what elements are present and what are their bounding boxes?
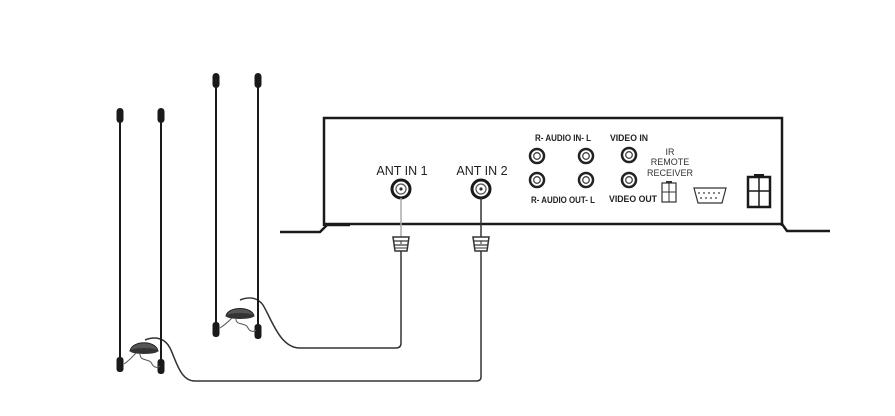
antenna-pair-upper: [212, 73, 262, 339]
ant-in-1-plug: [392, 236, 410, 252]
audio-in-r-jack: [528, 147, 546, 165]
antenna-foot: [254, 324, 262, 339]
cable-ant-in-2: [144, 251, 482, 382]
video-in-jack: [620, 146, 638, 164]
audio-out-label: R- AUDIO OUT- L: [531, 195, 595, 206]
antenna-base-rim: [130, 348, 158, 354]
antenna-tip: [254, 73, 262, 88]
ant-in-2-plug: [472, 236, 490, 252]
video-out-jack: [620, 171, 638, 189]
audio-in-label: R- AUDIO IN- L: [535, 133, 591, 144]
antenna-tip: [157, 108, 165, 123]
ant-in-1-jack: [390, 178, 412, 200]
ant-in-2-label: ANT IN 2: [456, 164, 507, 178]
ir-label-line1: IR: [666, 147, 676, 157]
ir-label-line3: RECEIVER: [647, 168, 694, 178]
receiver-housing: [322, 116, 784, 226]
antenna-tip: [116, 108, 124, 123]
serial-port-icon: [693, 187, 727, 204]
ant-in-2-jack: [470, 178, 492, 200]
receiver-right-foot: [780, 223, 830, 233]
audio-out-r-jack: [528, 171, 546, 189]
cable-ant-in-1: [239, 251, 402, 349]
audio-out-l-jack: [577, 171, 595, 189]
antenna-foot: [157, 359, 165, 374]
antenna-base-rim: [226, 313, 254, 319]
antenna-foot: [212, 322, 220, 337]
audio-in-l-jack: [577, 147, 595, 165]
ir-receiver-connector-icon: [661, 181, 677, 203]
antenna-pair-lower: [116, 108, 165, 374]
antenna-tip: [212, 73, 220, 88]
ant-in-1-label: ANT IN 1: [376, 164, 427, 178]
receiver-left-foot: [280, 223, 350, 234]
antenna-foot: [116, 357, 124, 372]
ir-label-line2: REMOTE: [651, 157, 690, 167]
power-connector-icon: [746, 174, 772, 209]
video-in-label: VIDEO IN: [610, 133, 648, 144]
video-out-label: VIDEO OUT: [609, 194, 657, 205]
